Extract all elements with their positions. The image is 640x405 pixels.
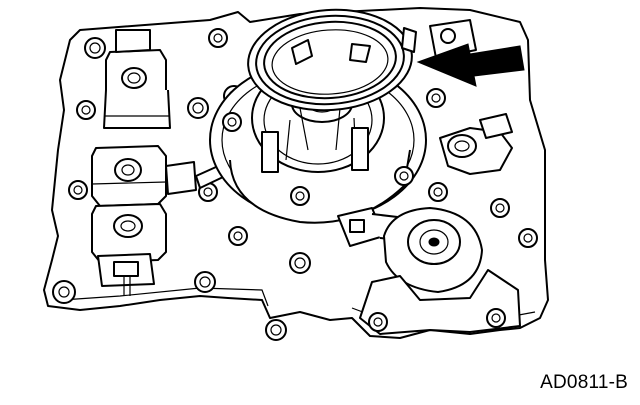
solenoid-lower	[91, 203, 167, 296]
seal-ring	[247, 8, 417, 112]
figure-reference-code: AD0811-B	[540, 372, 628, 393]
pressure-switch	[426, 88, 513, 218]
electric-actuator	[359, 207, 538, 335]
solenoid-upper	[103, 29, 171, 129]
pointer-arrow	[416, 43, 525, 87]
accumulator-housing	[209, 59, 427, 224]
